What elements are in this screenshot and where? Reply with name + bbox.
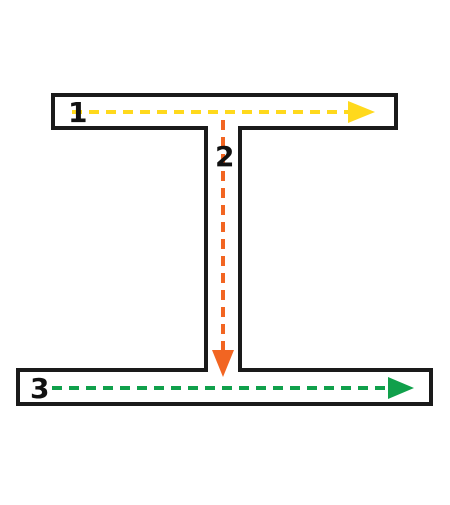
path-2-label: 2 bbox=[215, 140, 234, 173]
path-1-arrowhead bbox=[348, 101, 375, 123]
path-1-label: 1 bbox=[68, 96, 87, 129]
path-2-arrowhead bbox=[212, 350, 234, 377]
path-2-group: 2 bbox=[212, 120, 234, 377]
path-1-group: 1 bbox=[68, 96, 375, 129]
path-3-arrowhead bbox=[388, 377, 414, 399]
i-beam-outline bbox=[16, 93, 433, 406]
path-3-label: 3 bbox=[30, 372, 49, 405]
path-3-group: 3 bbox=[30, 372, 414, 405]
